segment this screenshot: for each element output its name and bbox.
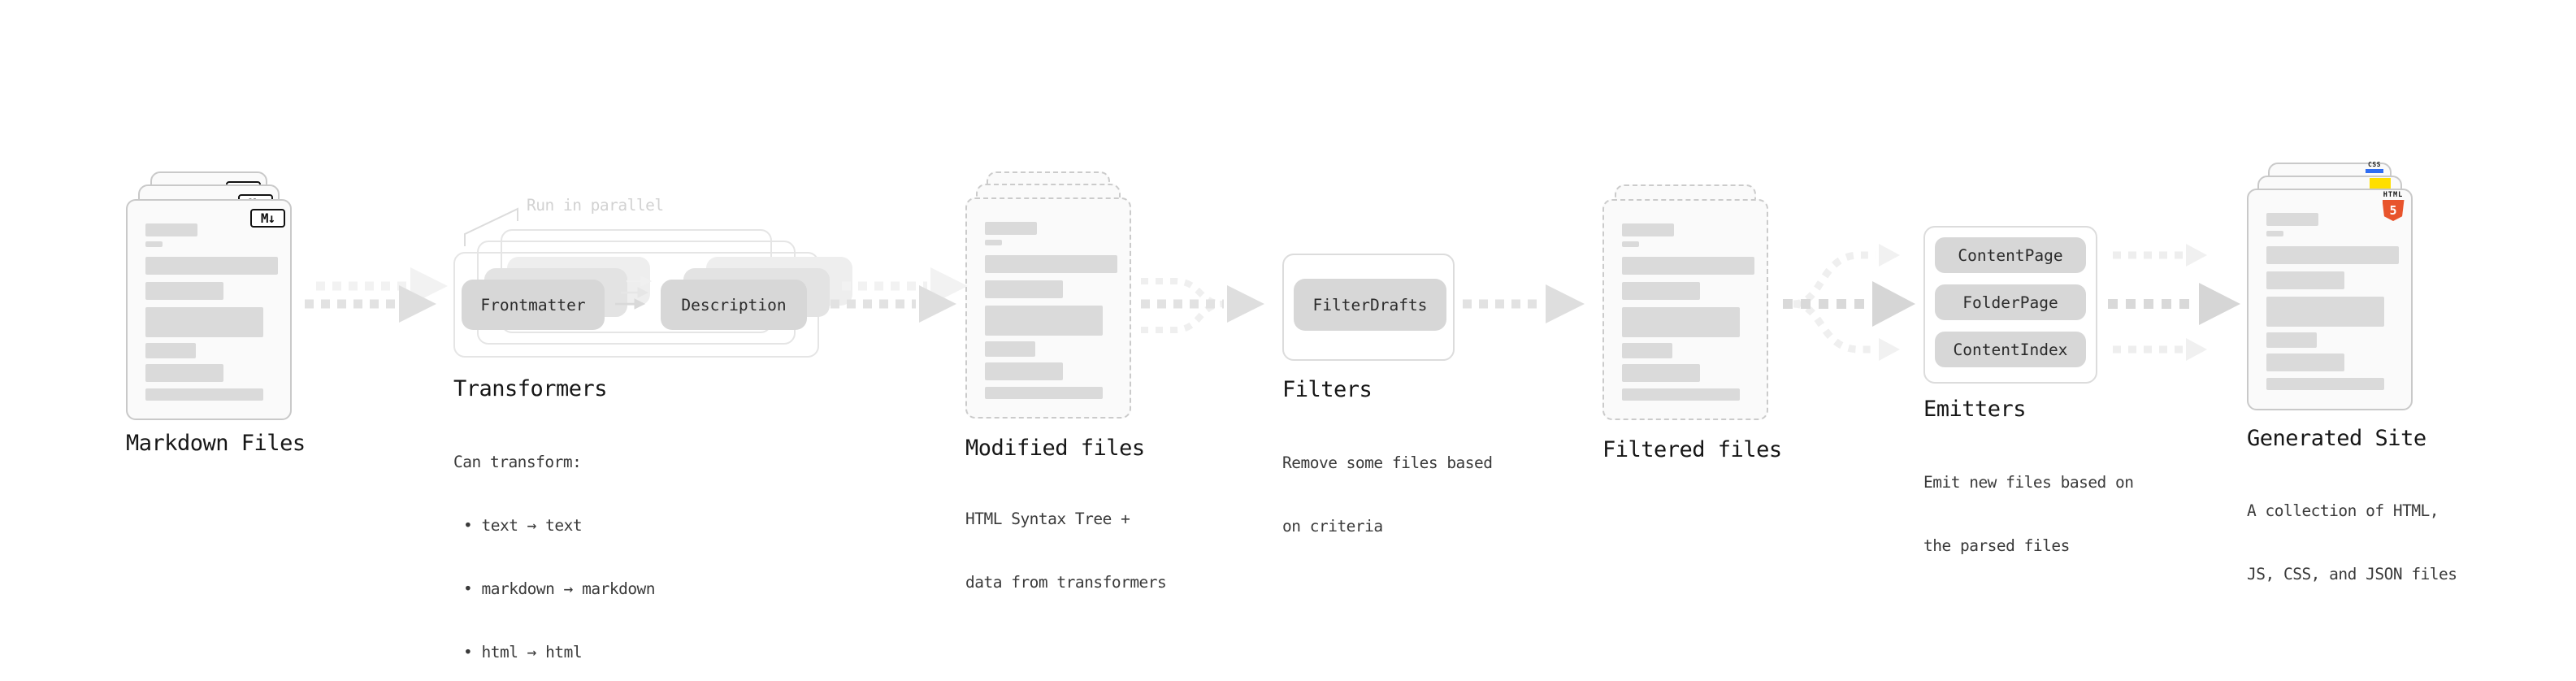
arrow-markdown-to-transformers bbox=[305, 267, 448, 323]
generated-site-desc-line: JS, CSS, and JSON files bbox=[2247, 565, 2457, 583]
transformers-desc-title: Can transform: bbox=[453, 453, 582, 471]
generated-site-description: A collection of HTML, JS, CSS, and JSON … bbox=[2247, 458, 2457, 627]
html5-icon: HTML 5 bbox=[2380, 192, 2406, 221]
filtered-doc-front bbox=[1602, 199, 1768, 420]
js-file-icon bbox=[2370, 178, 2391, 189]
html5-icon-text: HTML bbox=[2383, 191, 2404, 199]
emitters-desc-line: the parsed files bbox=[1923, 536, 2070, 555]
css-icon-text: CSS bbox=[2368, 161, 2381, 168]
contentindex-pill: ContentIndex bbox=[1935, 332, 2086, 367]
filters-desc-line: Remove some files based bbox=[1282, 453, 1493, 472]
css-icon-bar bbox=[2366, 169, 2383, 173]
emitters-description: Emit new files based on the parsed files bbox=[1923, 430, 2134, 599]
filterdrafts-pill-label: FilterDrafts bbox=[1312, 295, 1428, 314]
emitters-desc-line: Emit new files based on bbox=[1923, 473, 2134, 492]
filterdrafts-pill: FilterDrafts bbox=[1294, 279, 1446, 331]
frontmatter-pill: Frontmatter bbox=[462, 280, 605, 330]
contentpage-pill-label: ContentPage bbox=[1958, 245, 2063, 265]
generated-site-desc-line: A collection of HTML, bbox=[2247, 501, 2439, 520]
filters-label: Filters bbox=[1282, 377, 1373, 402]
arrow-modified-to-filters bbox=[1141, 278, 1264, 333]
doc-placeholder-lines bbox=[145, 223, 278, 401]
modified-files-label: Modified files bbox=[965, 436, 1145, 461]
markdown-doc-front: M↓ bbox=[126, 199, 292, 420]
modified-doc-front bbox=[965, 197, 1131, 419]
filtered-files-label: Filtered files bbox=[1602, 437, 1782, 462]
folderpage-pill: FolderPage bbox=[1935, 284, 2086, 320]
arrow-emitters-to-site bbox=[2108, 244, 2240, 361]
transformers-bullet: • markdown → markdown bbox=[463, 579, 656, 598]
frontmatter-pill-label: Frontmatter bbox=[480, 295, 586, 314]
markdown-icon: M↓ bbox=[250, 209, 285, 228]
transformers-bullet: • text → text bbox=[463, 516, 583, 535]
site-doc-front bbox=[2247, 189, 2413, 410]
transformers-bullet: • html → html bbox=[463, 643, 583, 661]
contentpage-pill: ContentPage bbox=[1935, 237, 2086, 273]
modified-files-desc-line: HTML Syntax Tree + bbox=[965, 510, 1130, 528]
transformers-description: Can transform: • text → text • markdown … bbox=[453, 410, 656, 681]
modified-files-desc-line: data from transformers bbox=[965, 573, 1167, 592]
doc-placeholder-lines bbox=[1622, 223, 1754, 401]
description-pill: Description bbox=[661, 280, 807, 330]
contentindex-pill-label: ContentIndex bbox=[1953, 340, 2068, 359]
modified-files-description: HTML Syntax Tree + data from transformer… bbox=[965, 466, 1167, 635]
arrow-filtered-to-emitters bbox=[1783, 244, 1915, 361]
folderpage-pill-label: FolderPage bbox=[1962, 293, 2058, 312]
run-in-parallel-annotation: Run in parallel bbox=[527, 196, 664, 215]
emitters-label: Emitters bbox=[1923, 397, 2027, 422]
doc-placeholder-lines bbox=[985, 222, 1117, 399]
html5-icon-shield: 5 bbox=[2382, 200, 2405, 221]
css-file-icon: CSS bbox=[2365, 162, 2384, 173]
doc-placeholder-lines bbox=[2266, 213, 2399, 390]
filters-desc-line: on criteria bbox=[1282, 517, 1383, 536]
markdown-files-label: Markdown Files bbox=[126, 431, 306, 456]
arrow-filters-to-filtered bbox=[1463, 284, 1585, 323]
description-pill-label: Description bbox=[681, 295, 787, 314]
generated-site-label: Generated Site bbox=[2247, 426, 2426, 451]
transformers-label: Transformers bbox=[453, 376, 608, 401]
filters-description: Remove some files based on criteria bbox=[1282, 410, 1493, 579]
